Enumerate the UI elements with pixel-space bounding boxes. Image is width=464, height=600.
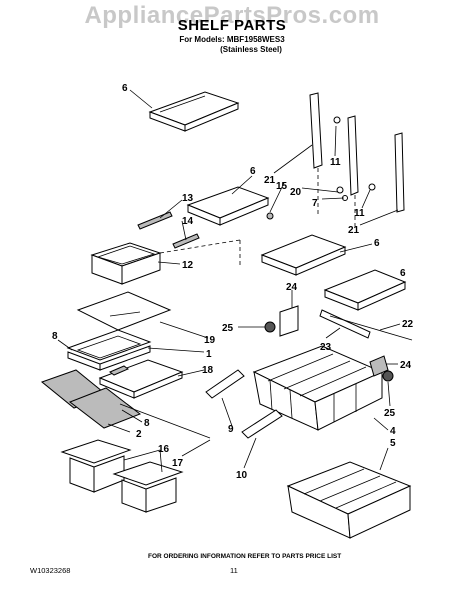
callout-2: 2 xyxy=(136,429,142,440)
callout-25b: 25 xyxy=(384,408,396,419)
callout-22: 22 xyxy=(402,319,414,330)
ordering-note: FOR ORDERING INFORMATION REFER TO PARTS … xyxy=(148,553,342,560)
callout-10: 10 xyxy=(236,470,248,481)
callout-16: 16 xyxy=(158,444,170,455)
shelf-top xyxy=(148,91,240,132)
callout-18: 18 xyxy=(202,365,214,376)
shelf-rails xyxy=(309,92,405,230)
callout-20: 20 xyxy=(290,187,302,198)
bin-right xyxy=(112,461,184,513)
callout-9: 9 xyxy=(228,424,234,435)
leader-lines xyxy=(57,89,401,473)
callout-6a: 6 xyxy=(122,83,128,94)
callout-8b: 8 xyxy=(144,418,150,429)
page-title: SHELF PARTS xyxy=(177,17,287,34)
callout-14: 14 xyxy=(182,216,194,227)
callout-24b: 24 xyxy=(400,360,412,371)
callout-25a: 25 xyxy=(222,323,234,334)
callout-6d: 6 xyxy=(400,268,406,279)
callout-6c: 6 xyxy=(374,238,380,249)
shelf-right-1 xyxy=(260,234,347,276)
callout-7: 7 xyxy=(312,198,318,209)
callout-19: 19 xyxy=(204,335,216,346)
bin-left xyxy=(60,439,132,493)
callout-24a: 24 xyxy=(286,282,298,293)
callout-17: 17 xyxy=(172,458,184,469)
page-number: 11 xyxy=(230,566,238,575)
drawer-frame xyxy=(66,329,152,371)
finish-line: (Stainless Steel) xyxy=(220,45,282,54)
glass-shelf xyxy=(76,291,172,331)
document-number: W10323268 xyxy=(30,566,71,575)
bracket-13-14 xyxy=(137,211,200,249)
slide-rails xyxy=(40,369,211,439)
callout-15: 15 xyxy=(276,181,288,192)
callout-6b: 6 xyxy=(250,166,256,177)
callout-5: 5 xyxy=(390,438,396,449)
callout-labels: 6 6 6 6 13 14 12 19 1 18 8 8 2 16 17 21 … xyxy=(52,83,414,481)
callout-13: 13 xyxy=(182,193,194,204)
shelf-right-2 xyxy=(323,269,407,311)
hardware xyxy=(266,116,376,220)
callout-12: 12 xyxy=(182,260,194,271)
callout-11a: 11 xyxy=(330,157,341,168)
basket-lower xyxy=(286,461,412,539)
watermark: AppliancePartsPros.com xyxy=(84,2,380,29)
callout-21b: 21 xyxy=(348,225,360,236)
shelf-middle xyxy=(186,186,270,226)
basket-upper xyxy=(252,345,384,431)
callout-4: 4 xyxy=(390,426,396,437)
drawer-cover xyxy=(98,359,184,399)
callout-1: 1 xyxy=(206,349,212,360)
crisper-drawer xyxy=(90,239,241,285)
callout-21a: 21 xyxy=(264,175,276,186)
callout-11b: 11 xyxy=(354,208,365,219)
callout-23: 23 xyxy=(320,342,332,353)
callout-8a: 8 xyxy=(52,331,58,342)
model-line: For Models: MBF1958WES3 xyxy=(179,35,285,44)
